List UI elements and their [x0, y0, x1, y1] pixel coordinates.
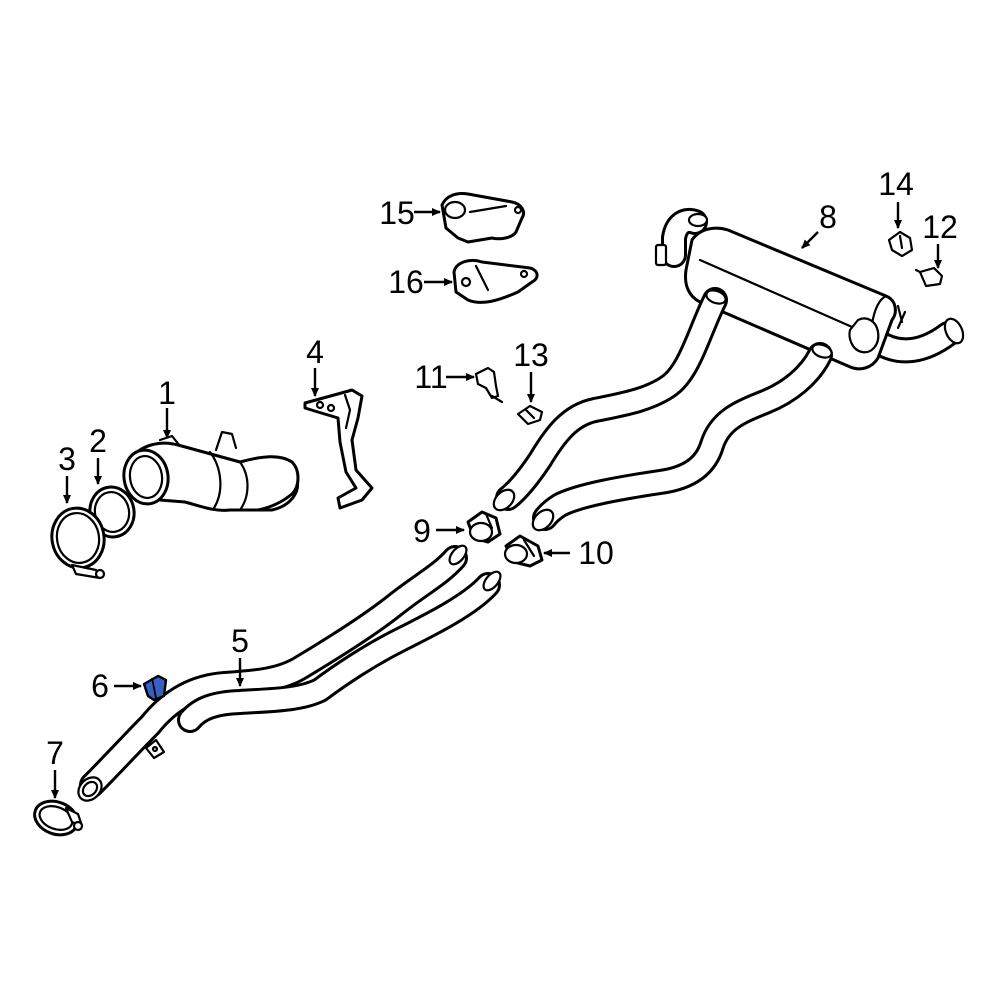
part-12-bolt[interactable]: [914, 266, 944, 288]
part-7-clamp[interactable]: [30, 795, 84, 840]
callout-5: 5: [231, 623, 249, 659]
part-10-hanger[interactable]: [503, 534, 544, 568]
part-8-rear-muffler[interactable]: [490, 207, 967, 534]
part-1-catalytic-converter[interactable]: [120, 430, 300, 512]
part-16-mount[interactable]: [452, 258, 539, 304]
part-9-hanger[interactable]: [466, 510, 502, 544]
leader-arrows: [51, 202, 942, 799]
callout-3: 3: [58, 441, 76, 477]
callout-1: 1: [158, 375, 176, 411]
callout-2: 2: [89, 423, 107, 459]
callout-12: 12: [922, 209, 958, 245]
callout-4: 4: [306, 334, 324, 370]
part-11-bracket[interactable]: [474, 366, 504, 404]
callout-6: 6: [91, 668, 109, 704]
callout-16: 16: [388, 264, 424, 300]
part-4-bracket[interactable]: [303, 388, 374, 510]
part-14-nut[interactable]: [887, 230, 914, 258]
part-6-mounting-bracket[interactable]: [142, 674, 168, 702]
callout-7: 7: [46, 735, 64, 771]
leader-8: [801, 231, 819, 249]
callout-14: 14: [878, 166, 914, 202]
callout-13: 13: [513, 337, 549, 373]
callout-labels: 1 2 3 4 5 6 7 8 9 10 11 12 13 14 15 16: [46, 166, 958, 771]
part-15-mount[interactable]: [440, 192, 526, 244]
callout-9: 9: [413, 513, 431, 549]
part-3-clamp[interactable]: [47, 504, 109, 580]
callout-11: 11: [414, 359, 447, 395]
part-5-front-pipe[interactable]: [74, 543, 504, 806]
callout-10: 10: [578, 535, 614, 571]
part-13-clip[interactable]: [516, 404, 544, 426]
callout-8: 8: [819, 199, 837, 235]
callout-15: 15: [379, 195, 415, 231]
